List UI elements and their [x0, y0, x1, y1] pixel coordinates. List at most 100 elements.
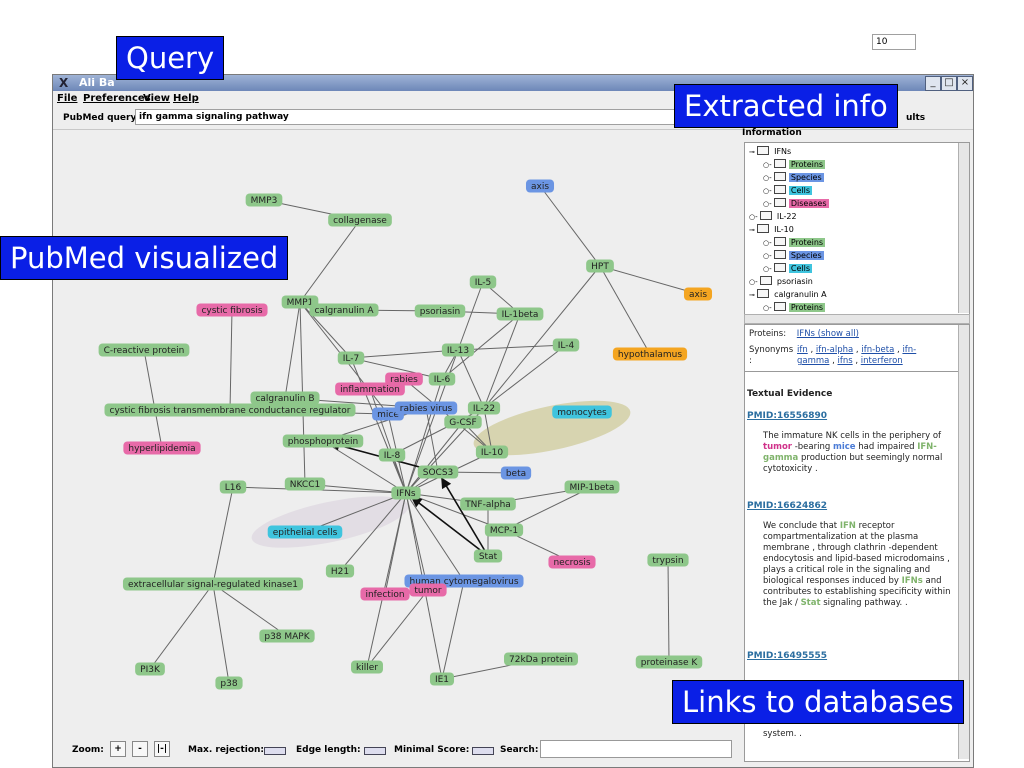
node-box[interactable]: [391, 486, 421, 500]
node-box[interactable]: [385, 372, 423, 386]
graph-node-monocytes[interactable]: monocytes: [552, 405, 612, 419]
node-box[interactable]: [635, 655, 703, 669]
graph-node-p38[interactable]: p38: [215, 676, 243, 690]
node-box[interactable]: [564, 480, 620, 494]
tree-node-icon[interactable]: ○-: [763, 265, 774, 273]
node-box[interactable]: [683, 287, 713, 301]
tree-item[interactable]: ○- Species: [763, 172, 824, 184]
node-box[interactable]: [484, 523, 524, 537]
graph-node-calgB[interactable]: calgranulin B: [250, 391, 320, 405]
node-box[interactable]: [647, 553, 689, 567]
node-box[interactable]: [250, 391, 320, 405]
graph-node-ifns[interactable]: IFNs: [391, 486, 421, 500]
tree-item[interactable]: ○- Cells: [763, 263, 812, 275]
node-box[interactable]: [414, 304, 466, 318]
graph-node-il7[interactable]: IL-7: [337, 351, 365, 365]
graph-node-hpt[interactable]: HPT: [586, 259, 614, 273]
menu-preferences[interactable]: Preferences: [83, 93, 151, 104]
node-box[interactable]: [284, 477, 326, 491]
tree-item[interactable]: ⊸ IL-10: [749, 224, 796, 236]
node-box[interactable]: [309, 303, 379, 317]
node-box[interactable]: [525, 179, 555, 193]
node-box[interactable]: [586, 259, 614, 273]
tree-node-icon[interactable]: ○-: [763, 239, 774, 247]
graph-node-epith[interactable]: epithelial cells: [267, 525, 343, 539]
graph-node-collagenase[interactable]: collagenase: [328, 213, 392, 227]
graph-node-proteinasek[interactable]: proteinase K: [635, 655, 703, 669]
graph-node-axis1[interactable]: axis: [525, 179, 555, 193]
graph-node-crp[interactable]: C-reactive protein: [98, 343, 190, 357]
synonym-link[interactable]: ifn: [797, 345, 808, 355]
node-box[interactable]: [215, 676, 243, 690]
node-box[interactable]: [473, 549, 503, 563]
node-box[interactable]: [259, 629, 315, 643]
tree-item[interactable]: ○- IL-22: [749, 211, 799, 223]
graph-node-rabies[interactable]: rabies: [385, 372, 423, 386]
graph-node-l16[interactable]: L16: [219, 480, 247, 494]
graph-node-beta[interactable]: beta: [500, 466, 532, 480]
zoom-out-button[interactable]: -: [132, 741, 148, 757]
node-box[interactable]: [460, 497, 516, 511]
graph-node-il22[interactable]: IL-22: [467, 401, 501, 415]
graph-node-mip1beta[interactable]: MIP-1beta: [564, 480, 620, 494]
graph-node-il4[interactable]: IL-4: [552, 338, 580, 352]
node-box[interactable]: [467, 401, 501, 415]
graph-node-calgA[interactable]: calgranulin A: [309, 303, 379, 317]
tree-scrollbar[interactable]: [958, 143, 969, 313]
tree-expand-icon[interactable]: ⊸: [749, 291, 758, 299]
minimize-button[interactable]: _: [925, 76, 941, 91]
edge-length-slider[interactable]: [364, 747, 386, 755]
node-box[interactable]: [444, 415, 482, 429]
graph-node-axis2[interactable]: axis: [683, 287, 713, 301]
synonym-link[interactable]: ifn-beta: [861, 345, 895, 355]
graph-node-il13[interactable]: IL-13: [441, 343, 475, 357]
tree-item[interactable]: ○- Proteins: [763, 302, 826, 314]
pubmed-query-input[interactable]: [135, 109, 695, 125]
tree-item[interactable]: ○- Proteins: [763, 237, 826, 249]
graph-node-hyperlipidemia[interactable]: hyperlipidemia: [123, 441, 201, 455]
proteins-show-all-link[interactable]: IFNs (show all): [796, 329, 859, 339]
node-box[interactable]: [219, 480, 247, 494]
node-box[interactable]: [328, 213, 392, 227]
graph-node-inflammation[interactable]: inflammation: [335, 382, 405, 396]
tree-node-icon[interactable]: ○-: [749, 213, 760, 221]
node-box[interactable]: [475, 445, 509, 459]
tree-item[interactable]: ⊸ calgranulin A: [749, 289, 829, 301]
node-box[interactable]: [122, 577, 304, 591]
menu-help[interactable]: Help: [173, 93, 199, 104]
max-rejection-slider[interactable]: [264, 747, 286, 755]
graph-node-trypsin[interactable]: trypsin: [647, 553, 689, 567]
detail-scrollbar[interactable]: [958, 325, 969, 759]
zoom-fit-button[interactable]: |-|: [154, 741, 170, 757]
tree-item[interactable]: ○- Diseases: [763, 198, 829, 210]
node-box[interactable]: [500, 466, 532, 480]
node-box[interactable]: [496, 307, 544, 321]
node-box[interactable]: [337, 351, 365, 365]
node-box[interactable]: [504, 652, 578, 666]
pmid-link[interactable]: PMID:16624862: [747, 501, 828, 511]
graph-node-stat[interactable]: Stat: [473, 549, 503, 563]
tree-expand-icon[interactable]: ⊸: [749, 226, 758, 234]
tree-node-icon[interactable]: ○-: [763, 174, 774, 182]
minimal-score-slider[interactable]: [472, 747, 494, 755]
graph-node-hypothalamus[interactable]: hypothalamus: [612, 347, 688, 361]
graph-node-p72[interactable]: 72kDa protein: [504, 652, 578, 666]
node-box[interactable]: [429, 672, 455, 686]
zoom-in-button[interactable]: +: [110, 741, 126, 757]
tree-node-icon[interactable]: ○-: [763, 161, 774, 169]
graph-node-p38mapk[interactable]: p38 MAPK: [259, 629, 315, 643]
synonym-link[interactable]: ifn-alpha: [815, 345, 854, 355]
menu-file[interactable]: File: [57, 93, 78, 104]
graph-node-il5[interactable]: IL-5: [469, 275, 497, 289]
graph-node-il6[interactable]: IL-6: [428, 372, 456, 386]
node-box[interactable]: [428, 372, 456, 386]
synonym-link[interactable]: ifn-gamma: [797, 345, 917, 366]
results-count-input[interactable]: [872, 34, 916, 50]
node-box[interactable]: [548, 555, 596, 569]
tree-item[interactable]: ○- Cells: [763, 185, 812, 197]
node-box[interactable]: [612, 347, 688, 361]
maximize-button[interactable]: □: [941, 76, 957, 91]
graph-node-ie1[interactable]: IE1: [429, 672, 455, 686]
node-box[interactable]: [281, 295, 319, 309]
